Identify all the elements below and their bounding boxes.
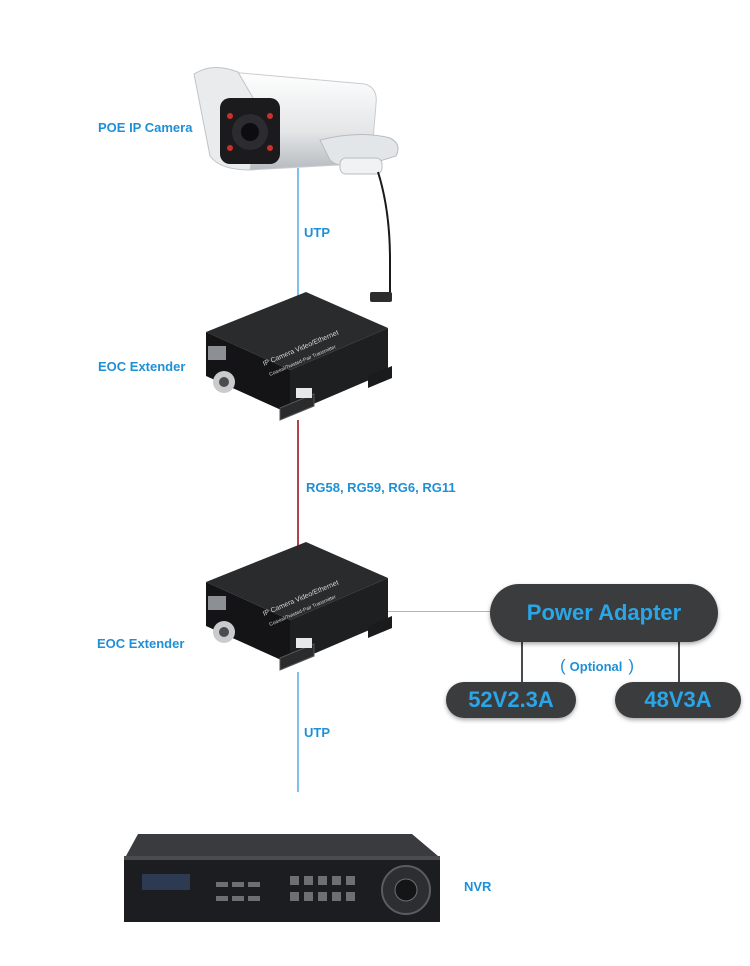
eoc-extender-top: IP Camera Video/Ethernet Coaxial/Twisted… (206, 292, 392, 421)
camera-label: POE IP Camera (98, 120, 193, 135)
option-a-connector (521, 640, 523, 684)
utp-label-top: UTP (304, 225, 330, 240)
utp-line-bottom (297, 672, 299, 792)
power-option-48v-text: 48V3A (644, 687, 712, 712)
utp-line-top (297, 168, 299, 298)
power-option-48v: 48V3A (615, 682, 741, 718)
power-adapter-title: Power Adapter (526, 600, 682, 625)
power-adapter-box: Power Adapter (490, 584, 718, 642)
optional-note: (Optional) (560, 656, 634, 676)
optional-close-paren: ) (628, 656, 635, 675)
eoc-extender-bottom-label: EOC Extender (97, 636, 185, 651)
option-b-connector (678, 640, 680, 684)
optional-open-paren: ( (560, 656, 566, 675)
power-option-52v: 52V2.3A (446, 682, 576, 718)
cable-types-label: RG58, RG59, RG6, RG11 (306, 480, 456, 495)
utp-label-bottom: UTP (304, 725, 330, 740)
eoc-extender-top-label: EOC Extender (98, 359, 186, 374)
power-option-52v-text: 52V2.3A (468, 687, 554, 712)
poe-ip-camera (193, 67, 399, 302)
nvr-recorder (124, 834, 440, 922)
eoc-extender-bottom: IP Camera Video/Ethernet Coaxial/Twisted… (206, 542, 392, 671)
optional-text: Optional (569, 659, 623, 674)
power-connection-line (388, 611, 492, 612)
nvr-label: NVR (464, 879, 492, 894)
coax-line (297, 420, 299, 548)
